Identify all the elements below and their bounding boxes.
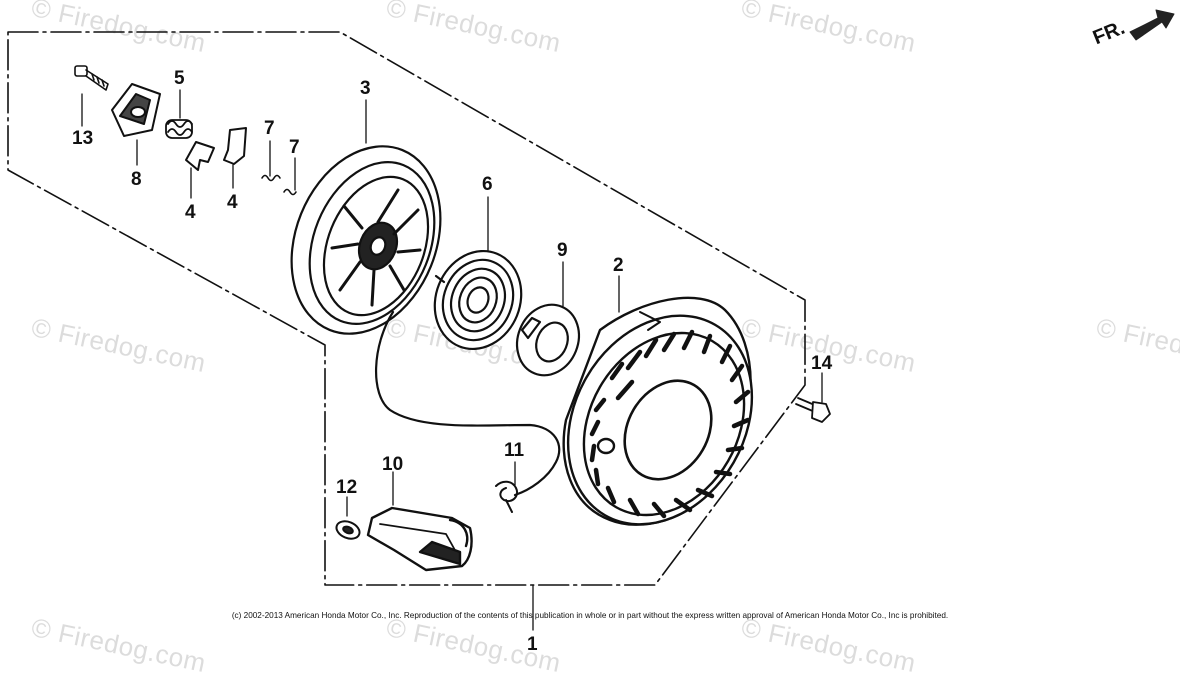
callout-14: 14 bbox=[811, 353, 833, 374]
callout-5: 5 bbox=[174, 68, 185, 89]
spring-7a bbox=[261, 174, 281, 182]
callout-7a: 7 bbox=[264, 118, 275, 139]
callout-6: 6 bbox=[482, 174, 493, 195]
bolt-14 bbox=[795, 397, 831, 423]
starter-rope bbox=[374, 310, 561, 497]
starter-grip-10 bbox=[366, 506, 473, 572]
callout-10: 10 bbox=[382, 454, 404, 475]
parts-diagram: © Firedog.com © Firedog.com © Firedog.co… bbox=[7, 0, 1180, 678]
spring-5 bbox=[165, 119, 193, 139]
callout-11: 11 bbox=[504, 440, 525, 461]
callout-9: 9 bbox=[557, 240, 568, 261]
copyright-notice: (c) 2002-2013 American Honda Motor Co., … bbox=[231, 611, 949, 620]
callout-1: 1 bbox=[527, 634, 538, 655]
callout-2: 2 bbox=[613, 255, 624, 276]
assembly-boundary bbox=[7, 31, 806, 586]
ratchet-4b bbox=[223, 127, 247, 165]
callout-13: 13 bbox=[72, 128, 94, 149]
callout-8: 8 bbox=[131, 169, 142, 190]
exploded-view-drawing bbox=[7, 9, 1175, 631]
starter-case-2 bbox=[562, 296, 754, 526]
rope-knot-11 bbox=[495, 480, 518, 513]
ratchet-guide-8 bbox=[111, 83, 161, 137]
callout-12: 12 bbox=[336, 477, 358, 498]
callout-4b: 4 bbox=[227, 192, 238, 213]
bolt-13 bbox=[74, 65, 109, 91]
mainspring-6 bbox=[433, 249, 523, 351]
callout-3: 3 bbox=[360, 78, 371, 99]
rope-plug-12 bbox=[335, 520, 361, 540]
ratchet-4a bbox=[185, 141, 215, 171]
front-arrow-icon bbox=[1129, 9, 1175, 41]
callout-7b: 7 bbox=[289, 137, 300, 158]
callout-4a: 4 bbox=[185, 202, 196, 223]
spring-cover-9 bbox=[515, 303, 581, 377]
leader-lines bbox=[81, 89, 823, 631]
reel-3 bbox=[290, 145, 442, 335]
spring-7b bbox=[283, 188, 297, 196]
